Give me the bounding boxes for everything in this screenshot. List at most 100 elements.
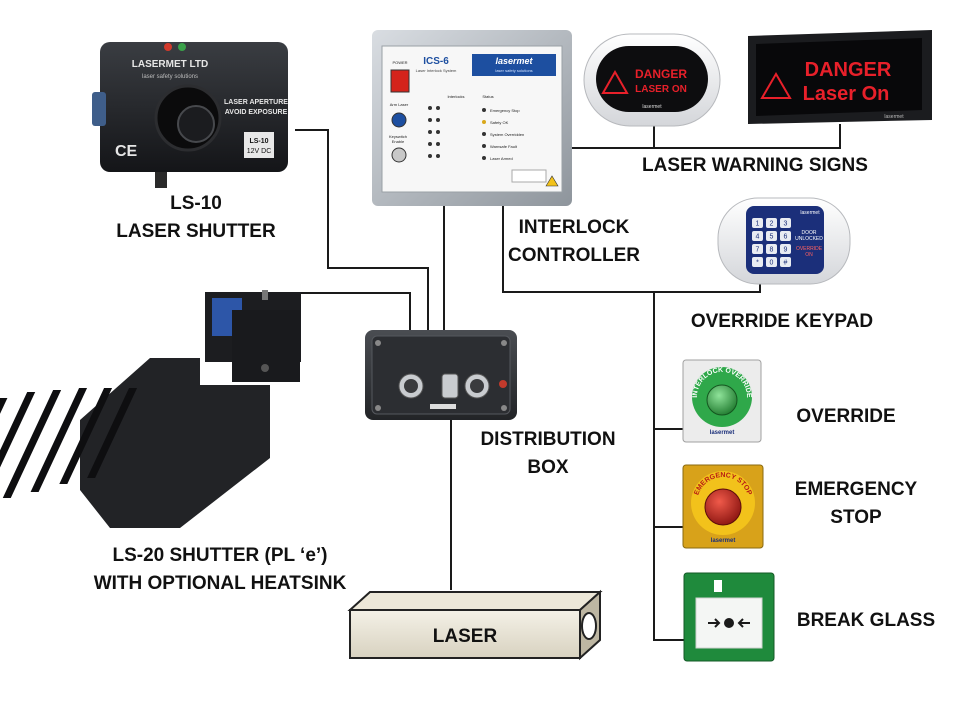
break-glass-device (683, 572, 775, 662)
keypad-key-label: 8 (770, 247, 774, 254)
keypad-key-label: 5 (770, 234, 774, 241)
ls20-label-line1: LS-20 SHUTTER (PL ‘e’) (112, 545, 328, 566)
wire-sign2-drop (654, 124, 841, 149)
laser-device: LASER (347, 589, 603, 661)
override-label: OVERRIDE (796, 406, 896, 427)
sign1-line2: LASER ON (635, 84, 687, 95)
ls20-label: LS-20 SHUTTER (PL ‘e’) WITH OPTIONAL HEA… (70, 542, 370, 598)
ls10-label-line2: LASER SHUTTER (116, 221, 276, 242)
keypad-key (752, 257, 763, 267)
wire-controller-to-signs (568, 124, 655, 149)
ls10-aperture-line2: AVOID EXPOSURE (225, 109, 288, 116)
ls10-sub-text: laser safety solutions (142, 74, 198, 80)
ics-keyswitch-1: Keyswitch (389, 134, 407, 139)
ics-arm-label: Arm Laser (390, 102, 409, 107)
warning-sign-panel: DANGER Laser On lasermet (748, 30, 932, 124)
sign1-brand: lasermet (642, 104, 662, 110)
sign2-brand: lasermet (884, 114, 904, 120)
ics-status-item-2: Safety OK (490, 120, 509, 125)
wire-controller-to-bus (502, 206, 761, 293)
ics-sub: Laser Interlock System (416, 68, 457, 73)
override-keypad-label: OVERRIDE KEYPAD (690, 311, 874, 332)
override-keypad-device: lasermet 1 2 3 4 5 6 7 8 9 * 0 # DOOR UNLOCKED OVER… (717, 197, 851, 285)
ics-brand: lasermet (495, 56, 533, 66)
heatsink-fins (0, 388, 138, 502)
keypad-brand: lasermet (800, 210, 820, 216)
keypad-key-label: 2 (770, 221, 774, 228)
ics-title: ICS-6 (423, 56, 449, 67)
distribution-box-device (365, 330, 517, 420)
ics-status-label: Status (482, 94, 493, 99)
wire-ls20-to-box (262, 292, 411, 338)
ls10-badge-volt: 12V DC (247, 148, 272, 155)
interlock-label-line2: CONTROLLER (508, 245, 640, 266)
ls20-shutter-device (0, 290, 301, 528)
ics-status-item-4: Warnsafe Fault (490, 144, 518, 149)
keypad-key-label: 9 (784, 247, 788, 254)
keypad-door-1: DOOR (802, 230, 817, 236)
warning-sign-oval: DANGER LASER ON lasermet (583, 33, 721, 127)
ls10-brand-text: LASERMET LTD (132, 59, 208, 70)
keypad-override-1: OVERRIDE (796, 246, 823, 252)
keypad-key (766, 218, 777, 228)
wire-ls10-to-box (295, 129, 429, 338)
wiring (262, 124, 841, 641)
keypad-override-2: ON (805, 252, 813, 258)
emergency-stop-device: EMERGENCY STOP lasermet (682, 464, 764, 549)
laser-label: LASER (433, 626, 498, 647)
keypad-key (752, 244, 763, 254)
emergency-stop-label: EMERGENCY STOP (772, 476, 940, 532)
estop-label-line2: STOP (830, 507, 882, 528)
estop-brand: lasermet (711, 538, 736, 544)
warning-signs-label: LASER WARNING SIGNS (642, 155, 868, 176)
ics-brand-sub: laser safety solutions (495, 68, 532, 73)
ls10-aperture-line1: LASER APERTURE (224, 99, 288, 106)
keypad-key-label: * (756, 260, 759, 267)
ls20-label-line2: WITH OPTIONAL HEATSINK (93, 573, 347, 594)
keypad-key-label: 4 (756, 234, 760, 241)
break-glass-label: BREAK GLASS (796, 610, 936, 631)
ls10-label-line1: LS-10 (170, 193, 222, 214)
keypad-key (766, 244, 777, 254)
keypad-key (766, 257, 777, 267)
ls10-label: LS-10 LASER SHUTTER (96, 190, 296, 246)
interlock-controller-device: lasermet laser safety solutions ICS-6 La… (372, 30, 572, 206)
ls10-ce-mark: CE (115, 143, 138, 160)
ics-status-item-1: Emergency Stop (490, 108, 520, 113)
keypad-key-label: 1 (756, 221, 760, 228)
keypad-key-label: 0 (770, 260, 774, 267)
distribution-box-label: DISTRIBUTION BOX (462, 426, 634, 482)
keypad-key (752, 231, 763, 241)
interlock-controller-label: INTERLOCK CONTROLLER (494, 214, 654, 270)
keypad-key-grid: 1 2 3 4 5 6 7 8 9 * 0 # (752, 218, 791, 267)
ics-power-label: POWER (392, 60, 407, 65)
ics-status-item-3: System Overridden (490, 132, 524, 137)
keypad-key (766, 231, 777, 241)
keypad-key-label: # (784, 260, 788, 267)
ics-keyswitch-2: Enable (392, 139, 405, 144)
sign2-line1: DANGER (805, 59, 892, 81)
keypad-key-label: 6 (784, 234, 788, 241)
keypad-door-2: UNLOCKED (795, 236, 823, 242)
interlock-label-line1: INTERLOCK (518, 217, 630, 238)
ics-status-item-5: Laser Armed (490, 156, 513, 161)
distribution-label-line2: BOX (527, 457, 569, 478)
keypad-key-label: 3 (784, 221, 788, 228)
estop-label-line1: EMERGENCY (794, 479, 918, 500)
keypad-key (780, 257, 791, 267)
keypad-key-label: 7 (756, 247, 760, 254)
wire-bus-vertical (653, 292, 686, 641)
ls10-shutter-device: LASERMET LTD laser safety solutions LASE… (92, 42, 288, 188)
keypad-key (780, 244, 791, 254)
ls10-badge-model: LS-10 (249, 138, 268, 145)
override-button-device: INTERLOCK OVERRIDE lasermet (682, 359, 762, 443)
keypad-key (780, 218, 791, 228)
keypad-key (780, 231, 791, 241)
keypad-key (752, 218, 763, 228)
ics-interlocks-label: Interlocks (447, 94, 464, 99)
override-brand: lasermet (710, 430, 735, 436)
distribution-label-line1: DISTRIBUTION (480, 429, 616, 450)
sign2-line2: Laser On (803, 83, 890, 105)
sign1-line1: DANGER (635, 67, 687, 81)
